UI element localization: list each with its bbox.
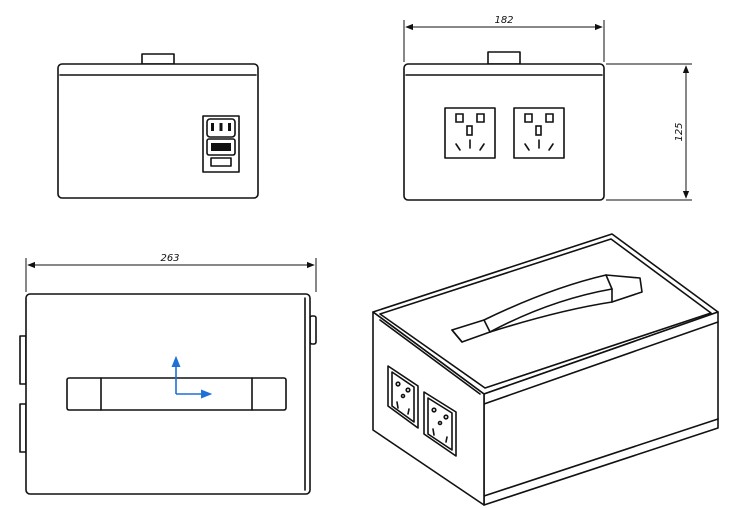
outlet-socket-right <box>513 107 565 159</box>
dimension-width-label: 263 <box>160 253 179 264</box>
dimension-height-label: 125 <box>674 122 685 141</box>
outlet-socket-left <box>444 107 496 159</box>
dimension-height: 125 <box>606 63 692 201</box>
isometric-view <box>372 233 719 506</box>
outlet-socket-iso-2 <box>423 391 457 457</box>
top-view: 263 <box>19 253 317 495</box>
outlet-socket-iso-1 <box>387 365 419 429</box>
coordinate-axis-icon <box>171 355 213 399</box>
front-view: 182 125 <box>403 15 692 201</box>
handle-isometric <box>451 274 643 343</box>
dimension-depth: 182 <box>403 15 605 62</box>
dimension-depth-label: 182 <box>494 15 513 26</box>
dimension-width: 263 <box>25 253 317 292</box>
back-view <box>57 53 259 199</box>
power-inlet-module <box>202 115 240 173</box>
